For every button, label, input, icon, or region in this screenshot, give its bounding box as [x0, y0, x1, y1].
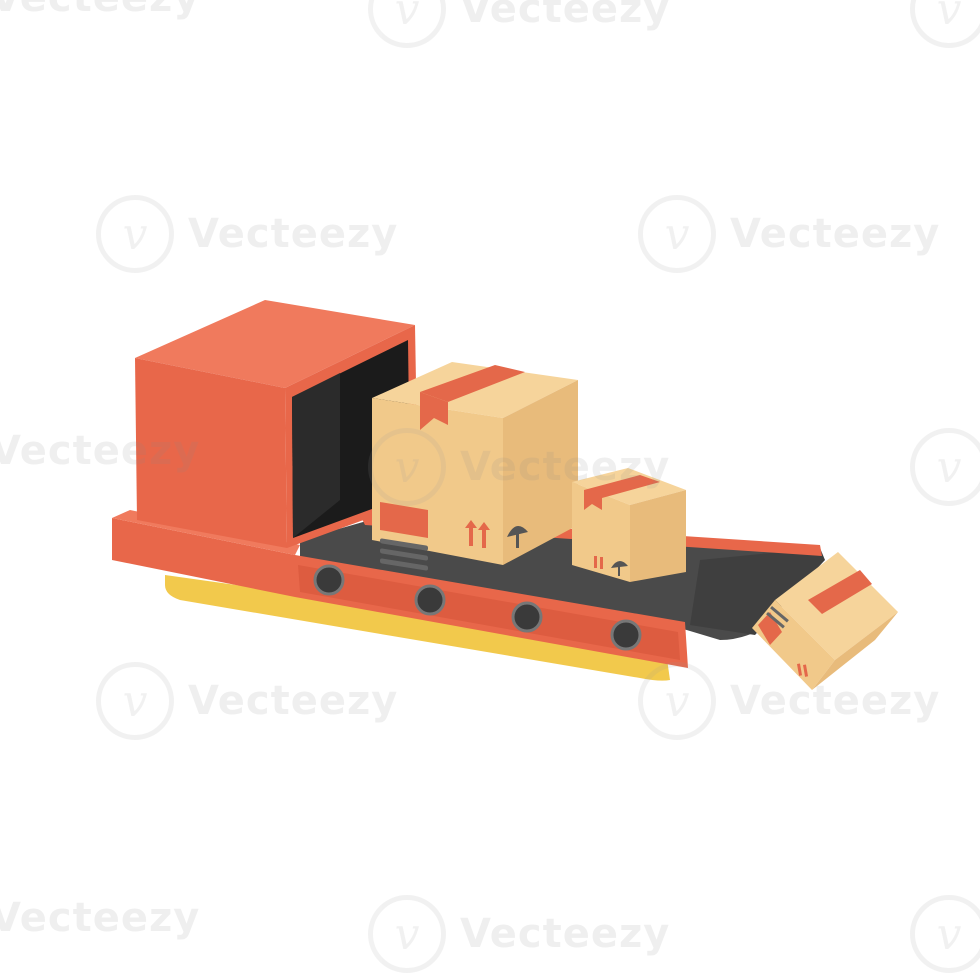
conveyor-tunnel: [135, 300, 418, 548]
box-small-umbrella-icon: [611, 560, 628, 576]
tunnel-top: [135, 300, 415, 388]
box-large-side: [503, 380, 578, 565]
box-falling-lines: [766, 606, 789, 629]
box-small-arrows-icon: [594, 556, 603, 569]
box-falling-label: [758, 612, 782, 645]
belt-end-edge: [690, 548, 825, 635]
box-large-tape-top: [420, 365, 525, 402]
box-falling-tape: [808, 570, 872, 614]
box-large-label: [380, 502, 428, 538]
umbrella-keep-dry-icon: [507, 526, 528, 548]
box-falling-arrows-icon: [796, 663, 809, 677]
conveyor-rail-panel: [298, 565, 680, 660]
cardboard-box-small: [572, 468, 686, 582]
cardboard-box-large: [372, 362, 578, 571]
tunnel-inner-wall: [292, 373, 340, 538]
box-falling-right: [812, 612, 898, 690]
roller-4: [610, 619, 642, 651]
box-falling-top: [775, 552, 898, 660]
box-small-side: [630, 490, 686, 582]
conveyor-base: [165, 575, 670, 681]
tunnel-front: [135, 358, 287, 548]
rollers: [313, 564, 642, 651]
roller-3: [511, 601, 543, 633]
roller-2: [414, 584, 446, 616]
roller-1: [313, 564, 345, 596]
box-large-tape-front: [420, 392, 448, 430]
this-side-up-arrows-icon: [465, 520, 490, 548]
cardboard-box-falling: [752, 552, 898, 690]
box-small-tape: [584, 475, 660, 510]
label-lines: [380, 538, 428, 571]
